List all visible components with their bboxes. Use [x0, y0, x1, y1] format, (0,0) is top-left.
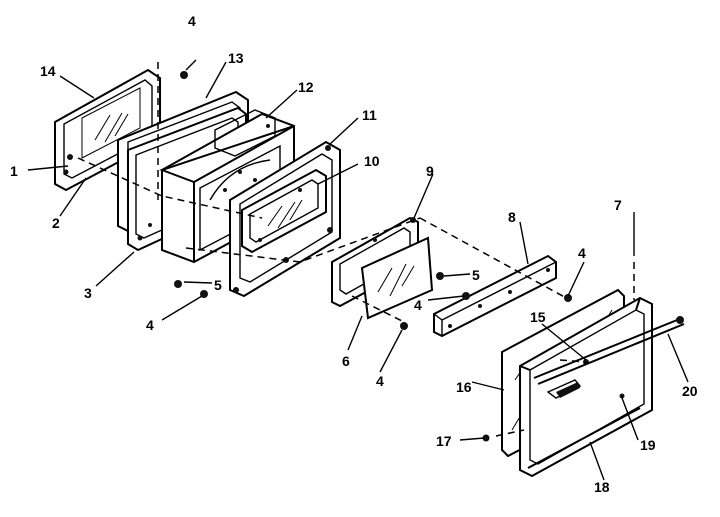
callout-14: 8	[508, 209, 516, 225]
callout-17: 11	[362, 107, 377, 123]
callout-16: 10	[364, 153, 380, 169]
callout-4-center: 4	[414, 297, 422, 313]
callout-12: 20	[682, 383, 698, 399]
callout-4-mid: 4	[376, 373, 384, 389]
callout-7: 15	[530, 309, 546, 325]
callout-15: 9	[426, 163, 434, 179]
callout-4-left: 4	[146, 317, 154, 333]
callout-8: 16	[456, 379, 472, 395]
callout-11: 19	[640, 437, 656, 453]
callout-1: 1	[10, 163, 18, 179]
callout-20: 14	[40, 63, 56, 79]
leader-lines	[27, 59, 689, 481]
assembly-dashed-lines	[77, 62, 635, 437]
screw-icons	[174, 71, 572, 442]
callout-5-left: 5	[214, 277, 222, 293]
part-16-window-assembly	[241, 168, 327, 254]
callout-2: 2	[52, 215, 60, 231]
callout-19: 13	[228, 50, 244, 66]
callout-5-right: 5	[472, 267, 480, 283]
callout-labels: 14 4 13 12 11 10 9 8 7 1 2 3 5 4 6 4 4 5…	[10, 13, 698, 495]
callout-4-right: 4	[578, 245, 586, 261]
callout-13: 7	[614, 197, 622, 213]
part-12-handle	[533, 316, 685, 385]
part-6-window-glass	[360, 236, 434, 320]
callout-6: 6	[342, 353, 350, 369]
callout-3: 3	[84, 285, 92, 301]
callout-4-top: 4	[188, 13, 196, 29]
callout-9: 17	[436, 433, 452, 449]
callout-18: 12	[298, 79, 314, 95]
callout-10: 18	[594, 479, 610, 495]
